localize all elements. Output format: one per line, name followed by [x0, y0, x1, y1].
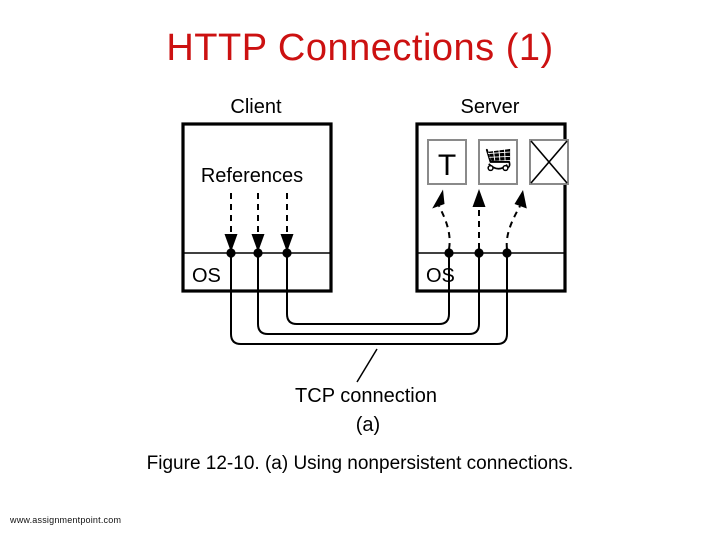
client-arrowhead-1: [224, 234, 238, 252]
text-document-icon-glyph: T: [438, 149, 456, 182]
client-os-label: OS: [192, 265, 221, 287]
text-document-icon-frame: [427, 139, 467, 185]
tcp-connection-inner: [286, 300, 450, 325]
server-arrowhead-1: [432, 189, 445, 209]
server-socket-dot-2: [474, 248, 484, 258]
broken-image-icon-slash-2: [530, 140, 568, 184]
server-arrowhead-2: [472, 189, 486, 207]
server-host: OS T: [415, 122, 569, 320]
broken-image-icon: [529, 139, 569, 185]
client-socket-dot-2: [253, 248, 263, 258]
client-title: Client: [230, 96, 282, 118]
client-reference-arrows: [224, 193, 294, 252]
page-title: HTTP Connections (1): [166, 27, 554, 69]
tcp-connection-outer: [230, 320, 508, 345]
figure-sublabel: (a): [356, 414, 380, 436]
server-resources: T: [427, 139, 569, 185]
client-socket-dot-3: [282, 248, 292, 258]
figure-panel: Client Server References OS: [152, 86, 584, 438]
client-references-label: References: [201, 165, 303, 187]
tcp-connections: [230, 300, 508, 345]
figure-caption: Figure 12-10. (a) Using nonpersistent co…: [146, 453, 574, 474]
network-diagram: Client Server References OS: [152, 86, 584, 438]
server-title: Server: [461, 96, 520, 118]
server-resource-arrow-1: [438, 205, 451, 250]
tcp-connection-label: TCP connection: [295, 385, 437, 407]
client-arrowhead-2: [251, 234, 265, 252]
shopping-cart-icon: [478, 139, 518, 185]
text-document-icon: T: [427, 139, 467, 185]
server-socket-dot-1: [444, 248, 454, 258]
client-socket-dot-1: [226, 248, 236, 258]
server-resource-arrow-3: [505, 205, 521, 250]
server-arrowhead-3: [514, 190, 527, 209]
shopping-cart-icon-art: [485, 148, 511, 172]
server-os-label: OS: [426, 265, 455, 287]
server-socket-dot-3: [502, 248, 512, 258]
tcp-connection-leader-line: [356, 348, 378, 383]
tcp-connection-middle: [257, 310, 480, 335]
client-arrowhead-3: [280, 234, 294, 252]
server-resource-arrows: [432, 189, 527, 250]
client-host: References OS: [181, 122, 333, 320]
footer-watermark: www.assignmentpoint.com: [10, 515, 122, 525]
